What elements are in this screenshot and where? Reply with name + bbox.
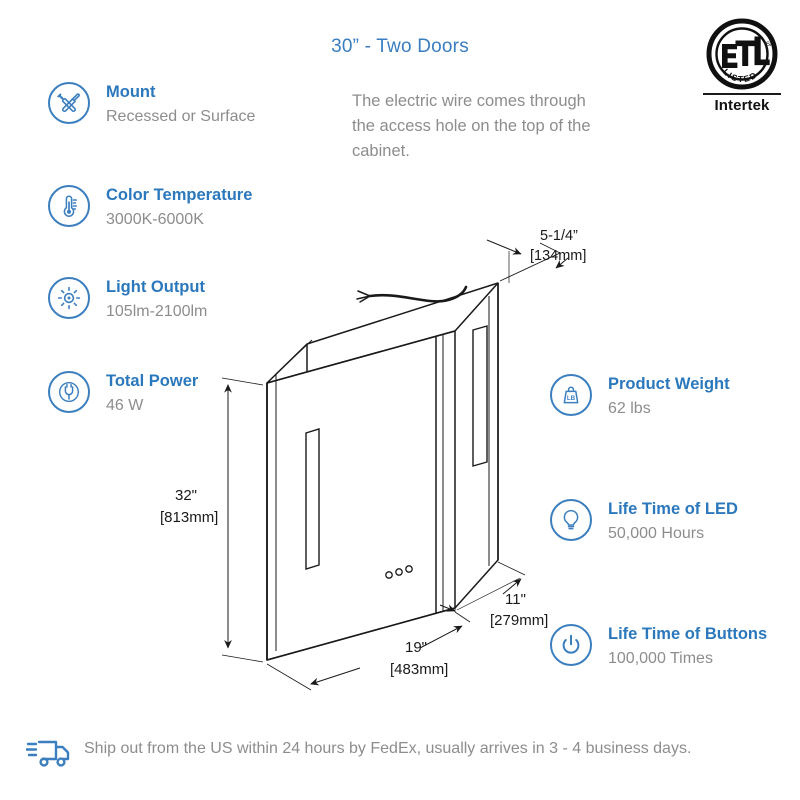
feature-value: 50,000 Hours xyxy=(608,525,705,542)
intertek-brand: Intertek xyxy=(714,97,770,114)
depth-dimension-imperial: 5-1/4” xyxy=(540,228,578,244)
touch-button-3 xyxy=(405,565,413,573)
feature-color-temperature: Color Temperature 3000K-6000K xyxy=(48,185,308,232)
shipping-banner: Ship out from the US within 24 hours by … xyxy=(0,726,800,782)
feature-title: Product Weight xyxy=(608,375,730,393)
feature-value: Recessed or Surface xyxy=(106,108,256,125)
led-strip-right-door xyxy=(472,325,488,467)
feature-led-lifetime: Life Time of LED 50,000 Hours xyxy=(550,499,800,546)
sun-icon xyxy=(48,277,90,319)
delivery-truck-icon xyxy=(26,740,70,767)
thermometer-icon xyxy=(48,185,90,227)
cabinet-top-edge xyxy=(266,282,499,384)
feature-value: 100,000 Times xyxy=(608,650,713,667)
feature-title: Life Time of LED xyxy=(608,500,738,518)
depth-dimension-lines xyxy=(486,239,569,283)
feature-value: 62 lbs xyxy=(608,400,651,417)
cabinet-body xyxy=(266,282,499,661)
cabinet-left-door-face xyxy=(266,330,456,661)
feature-title: Light Output xyxy=(106,278,205,296)
electric-wire xyxy=(368,285,468,303)
feature-title: Color Temperature xyxy=(106,186,253,204)
feature-title: Total Power xyxy=(106,372,199,390)
shipping-text: Ship out from the US within 24 hours by … xyxy=(84,740,692,757)
etl-certification-badge: SM LISTED Intertek xyxy=(696,16,788,114)
etl-divider xyxy=(703,93,781,95)
feature-buttons-lifetime: Life Time of Buttons 100,000 Times xyxy=(550,624,800,671)
height-dimension-metric: [813mm] xyxy=(160,509,218,526)
etl-listed-icon: SM LISTED xyxy=(706,18,778,90)
left-width-metric: [483mm] xyxy=(390,661,448,678)
cabinet-front-plane xyxy=(266,282,499,661)
tools-icon xyxy=(48,82,90,124)
etl-sm-text: SM xyxy=(766,42,775,48)
power-icon xyxy=(550,624,592,666)
feature-value: 46 W xyxy=(106,397,144,414)
right-width-metric: [279mm] xyxy=(490,612,548,629)
touch-button-2 xyxy=(395,568,403,576)
led-light-strips xyxy=(305,325,488,570)
feature-total-power: Total Power 46 W xyxy=(48,371,308,418)
feature-light-output: Light Output 105lm-2100lm xyxy=(48,277,308,324)
lightbulb-icon xyxy=(550,499,592,541)
right-width-imperial: 11" xyxy=(505,591,526,608)
weight-icon: LB xyxy=(550,374,592,416)
touch-buttons xyxy=(385,565,413,579)
feature-value: 3000K-6000K xyxy=(106,211,204,228)
wire-access-note: The electric wire comes through the acce… xyxy=(352,92,591,160)
svg-text:LB: LB xyxy=(567,395,576,402)
right-width-dimension-lines xyxy=(439,561,526,612)
power-plug-icon xyxy=(48,371,90,413)
feature-product-weight: LB Product Weight 62 lbs xyxy=(550,374,800,421)
feature-title: Life Time of Buttons xyxy=(608,625,768,643)
wire-strands xyxy=(356,290,371,303)
left-width-imperial: 19" xyxy=(405,639,427,656)
height-dimension-lines xyxy=(221,377,264,663)
depth-dimension-metric: [134mm] xyxy=(530,248,586,264)
feature-title: Mount xyxy=(106,83,156,101)
left-width-dimension-lines xyxy=(266,611,471,691)
feature-mount: Mount Recessed or Surface xyxy=(48,82,308,129)
led-strip-left-door xyxy=(305,428,320,570)
height-dimension-imperial: 32" xyxy=(175,487,197,504)
page-title: 30” - Two Doors xyxy=(331,36,469,57)
touch-button-1 xyxy=(385,571,393,579)
feature-value: 105lm-2100lm xyxy=(106,303,208,320)
